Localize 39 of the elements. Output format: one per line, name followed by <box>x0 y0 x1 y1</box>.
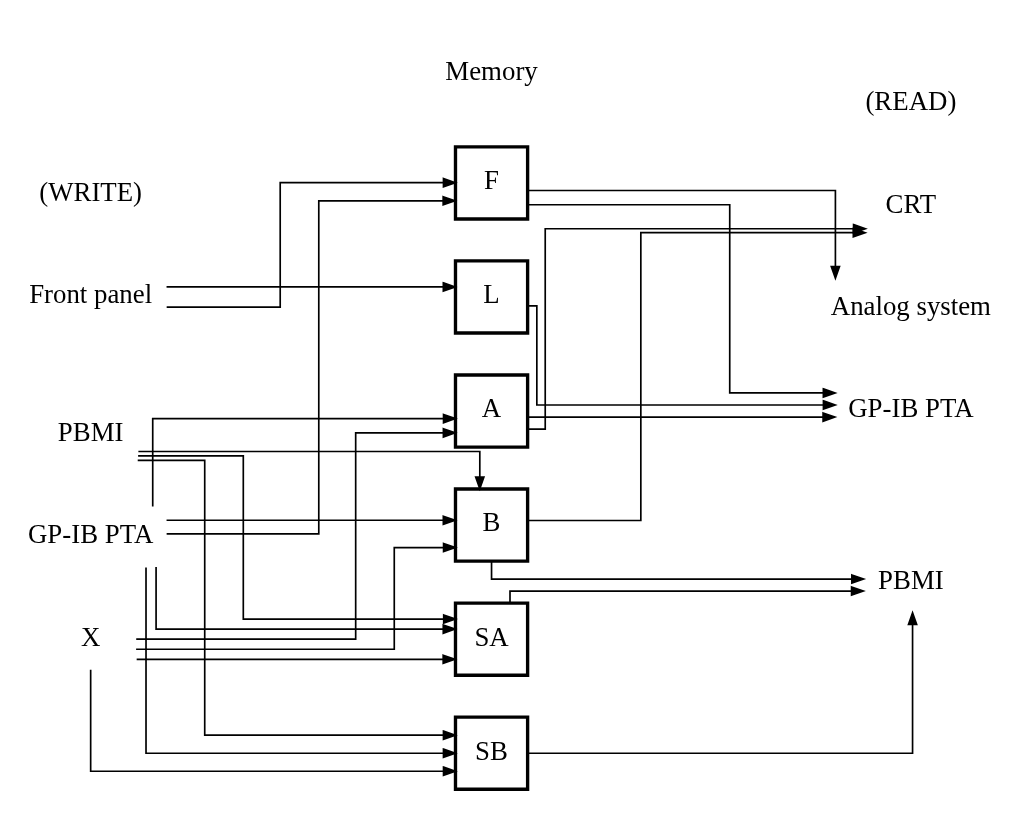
label: Memory <box>445 56 538 87</box>
node-text: GP-IB PTA <box>848 393 974 424</box>
label: (WRITE) <box>39 177 143 208</box>
node-text: X <box>80 621 101 652</box>
node-box: L <box>453 259 530 335</box>
arrow <box>526 227 868 522</box>
arrow <box>527 411 838 423</box>
arrow <box>490 560 867 585</box>
arrow <box>527 610 918 755</box>
arrow <box>137 455 458 625</box>
arrow <box>165 281 458 293</box>
node-box: SB <box>453 715 530 791</box>
arrow <box>526 203 838 399</box>
arrow <box>509 585 866 604</box>
arrow <box>137 450 486 492</box>
arrow <box>155 566 458 635</box>
node-text: GP-IB PTA <box>28 519 154 550</box>
arrow <box>165 195 458 535</box>
arrow <box>136 459 458 741</box>
node-text: CRT <box>885 188 937 219</box>
arrow <box>135 542 458 651</box>
arrow <box>89 668 458 777</box>
arrow <box>165 177 458 308</box>
node-text: Analog system <box>830 291 991 322</box>
node-text: Front panel <box>29 279 153 310</box>
arrow <box>135 654 458 665</box>
node-text: PBMI <box>57 416 124 447</box>
node-box: B <box>453 487 530 563</box>
arrow <box>526 304 838 411</box>
node-text: PBMI <box>878 564 944 595</box>
node-box: A <box>453 373 530 449</box>
label: (READ) <box>865 86 957 117</box>
arrow <box>526 189 841 281</box>
arrow <box>165 515 458 526</box>
node-box: F <box>453 145 530 221</box>
arrow <box>151 413 458 508</box>
node-box: SA <box>453 601 530 677</box>
arrow <box>145 566 458 759</box>
arrow <box>135 427 458 640</box>
